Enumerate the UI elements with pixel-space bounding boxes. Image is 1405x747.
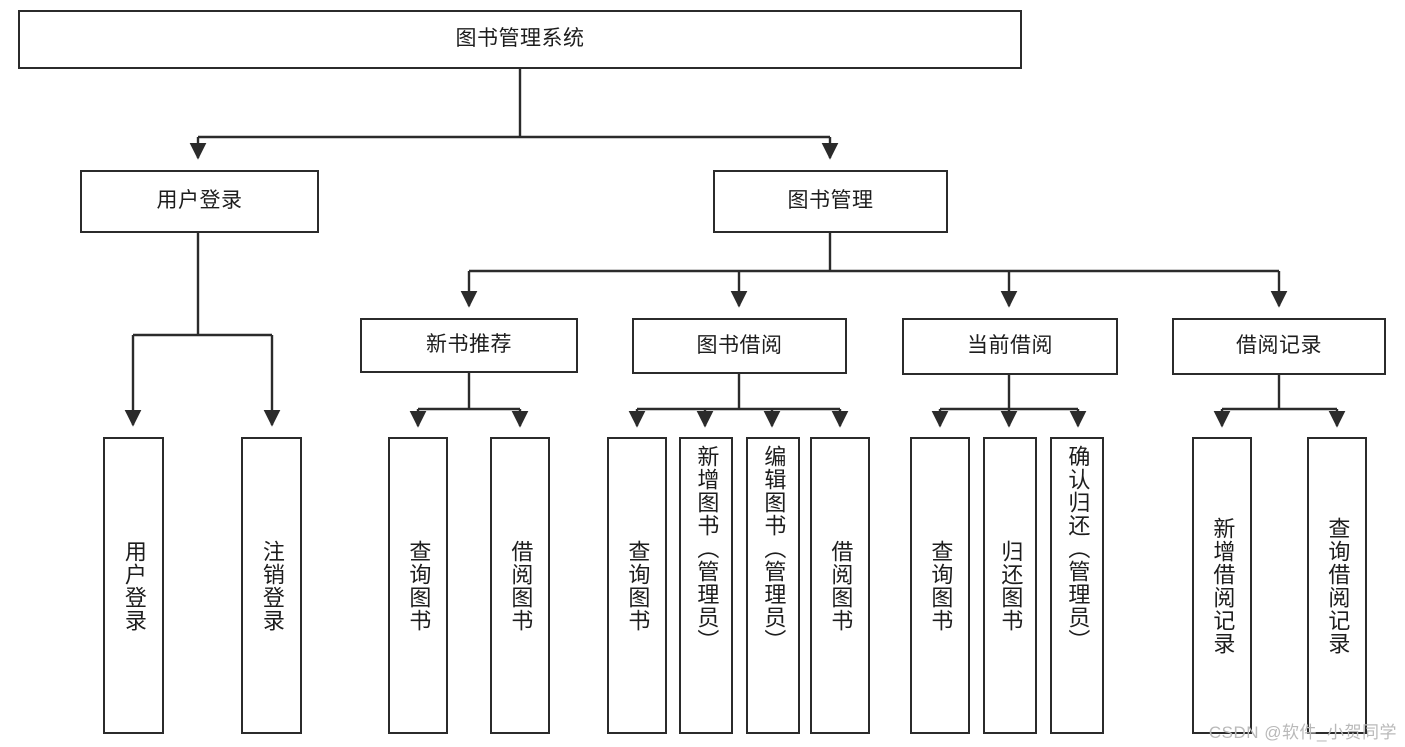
node-book-manage[interactable]: 图书管理 <box>713 170 948 233</box>
node-leaf-edit-book[interactable]: 编辑图书（管理员） <box>746 437 800 734</box>
node-leaf-user-login-label: 用户登录 <box>121 539 147 632</box>
node-book-borrow-label: 图书借阅 <box>696 333 783 357</box>
node-current-borrow-label: 当前借阅 <box>967 334 1053 358</box>
node-user-login-label: 用户登录 <box>156 189 243 213</box>
node-leaf-edit-book-label: 编辑图书（管理员） <box>761 445 787 652</box>
node-leaf-query-book-2[interactable]: 查询图书 <box>607 437 667 734</box>
node-leaf-logout-login-label: 注销登录 <box>259 539 285 632</box>
node-leaf-query-book-1[interactable]: 查询图书 <box>388 437 448 734</box>
node-leaf-return-book-label: 归还图书 <box>998 539 1024 632</box>
node-leaf-add-record[interactable]: 新增借阅记录 <box>1192 437 1252 734</box>
node-leaf-query-record[interactable]: 查询借阅记录 <box>1307 437 1367 734</box>
node-new-book-recommend[interactable]: 新书推荐 <box>360 318 578 373</box>
node-user-login[interactable]: 用户登录 <box>80 170 319 233</box>
node-borrow-record[interactable]: 借阅记录 <box>1172 318 1386 375</box>
node-root[interactable]: 图书管理系统 <box>18 10 1022 69</box>
node-new-book-recommend-label: 新书推荐 <box>426 333 512 357</box>
node-leaf-query-book-1-label: 查询图书 <box>406 539 432 632</box>
node-leaf-confirm-return-label: 确认归还（管理员） <box>1065 445 1091 652</box>
watermark: CSDN @软件_小贺同学 <box>1208 723 1397 742</box>
node-leaf-borrow-book-2-label: 借阅图书 <box>828 539 854 632</box>
node-leaf-borrow-book-1-label: 借阅图书 <box>508 539 534 632</box>
node-leaf-add-record-label: 新增借阅记录 <box>1210 516 1236 655</box>
node-leaf-confirm-return[interactable]: 确认归还（管理员） <box>1050 437 1104 734</box>
node-root-label: 图书管理系统 <box>455 27 585 51</box>
node-leaf-user-login[interactable]: 用户登录 <box>103 437 164 734</box>
node-leaf-logout-login[interactable]: 注销登录 <box>241 437 302 734</box>
node-leaf-query-book-3[interactable]: 查询图书 <box>910 437 970 734</box>
node-book-borrow[interactable]: 图书借阅 <box>632 318 847 374</box>
node-leaf-return-book[interactable]: 归还图书 <box>983 437 1037 734</box>
node-leaf-query-record-label: 查询借阅记录 <box>1325 516 1351 655</box>
node-leaf-borrow-book-1[interactable]: 借阅图书 <box>490 437 550 734</box>
node-leaf-query-book-2-label: 查询图书 <box>625 539 651 632</box>
node-current-borrow[interactable]: 当前借阅 <box>902 318 1118 375</box>
node-leaf-add-book-label: 新增图书（管理员） <box>694 445 720 652</box>
node-leaf-query-book-3-label: 查询图书 <box>928 539 954 632</box>
node-leaf-add-book[interactable]: 新增图书（管理员） <box>679 437 733 734</box>
node-borrow-record-label: 借阅记录 <box>1236 334 1322 358</box>
node-leaf-borrow-book-2[interactable]: 借阅图书 <box>810 437 870 734</box>
node-book-manage-label: 图书管理 <box>787 189 874 213</box>
